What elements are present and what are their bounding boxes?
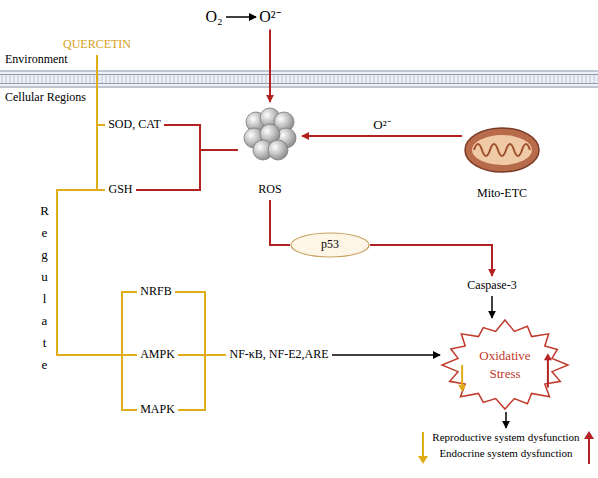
node-text: Caspase-3 <box>467 278 516 294</box>
increase-arrowhead <box>544 353 552 360</box>
ros-pathway-line <box>269 30 271 103</box>
flow-arrow <box>505 412 507 428</box>
antioxidant-label: GSH <box>105 180 136 200</box>
regulation-line <box>57 55 137 410</box>
node-text: NRFB <box>140 284 171 300</box>
pathway-label: MAPK <box>137 400 178 420</box>
outcome-label: Reproductive system dysfunctionEndocrine… <box>429 428 583 464</box>
molecule-label: O₂ <box>202 5 226 30</box>
increase-arrow <box>547 359 549 387</box>
vertical-label: Regulate <box>40 200 49 376</box>
ros-pathway-line <box>370 245 492 276</box>
region-label: Environment <box>5 52 68 68</box>
mitochondrion-illustration <box>465 128 539 172</box>
ellipse-outline <box>291 233 369 257</box>
factor-label: NF-κB, NF-E2,ARE <box>226 345 332 365</box>
pathway-label: AMPK <box>137 345 178 365</box>
stress-burst: Oxidative Stress <box>440 318 570 412</box>
region-label: Cellular Regions <box>5 90 86 106</box>
regulation-line <box>97 55 105 125</box>
increase-arrow <box>584 431 594 464</box>
node-text: MAPK <box>140 402 175 418</box>
flow-arrow <box>226 16 256 18</box>
node-text: Endocrine system dysfunction <box>439 446 572 462</box>
protein-ellipse: p53 <box>290 232 370 258</box>
regulation-line <box>97 55 105 190</box>
node-text: AMPK <box>140 347 175 363</box>
node-text: NF-κB, NF-E2,ARE <box>229 347 328 363</box>
ros-pathway-line <box>164 125 238 150</box>
pathway-label: NRFB <box>137 282 175 302</box>
node-text: O₂ <box>205 7 222 28</box>
enzyme-label: Caspase-3 <box>464 276 520 296</box>
decrease-arrow <box>461 365 463 386</box>
flow-arrow <box>491 296 493 318</box>
ros-pathway-line <box>302 135 462 137</box>
node-text: Oxidative Stress <box>474 347 536 382</box>
cell-membrane <box>0 70 598 88</box>
mitochondrion: Mito-ETC <box>462 118 542 204</box>
ros-pathway-line <box>270 200 290 245</box>
ros-cluster-illustration <box>244 108 296 160</box>
edge-label: O²⁻ <box>371 117 392 133</box>
node-text: Reproductive system dysfunction <box>432 430 579 446</box>
regulation-line <box>175 292 226 355</box>
node-text: GSH <box>108 182 132 198</box>
node-text: p53 <box>321 237 339 253</box>
node-text: QUERCETIN <box>63 37 131 53</box>
ros-pathway-line <box>136 150 238 190</box>
starburst-outline <box>440 318 570 412</box>
starburst-outline <box>442 320 568 409</box>
decrease-arrow <box>418 432 428 464</box>
node-text: O²⁻ <box>259 7 280 28</box>
node-text: Mito-ETC <box>477 186 527 202</box>
decrease-arrowhead <box>458 385 466 392</box>
regulation-line <box>178 355 226 410</box>
flow-arrow <box>332 354 440 356</box>
ros-cluster: ROS <box>238 102 302 200</box>
node-text: ROS <box>258 182 281 198</box>
node-text: SOD, CAT <box>108 117 161 133</box>
enzyme-label: SOD, CAT <box>105 115 164 135</box>
molecule-label: O²⁻ <box>256 5 284 30</box>
drug-label: QUERCETIN <box>60 35 134 55</box>
